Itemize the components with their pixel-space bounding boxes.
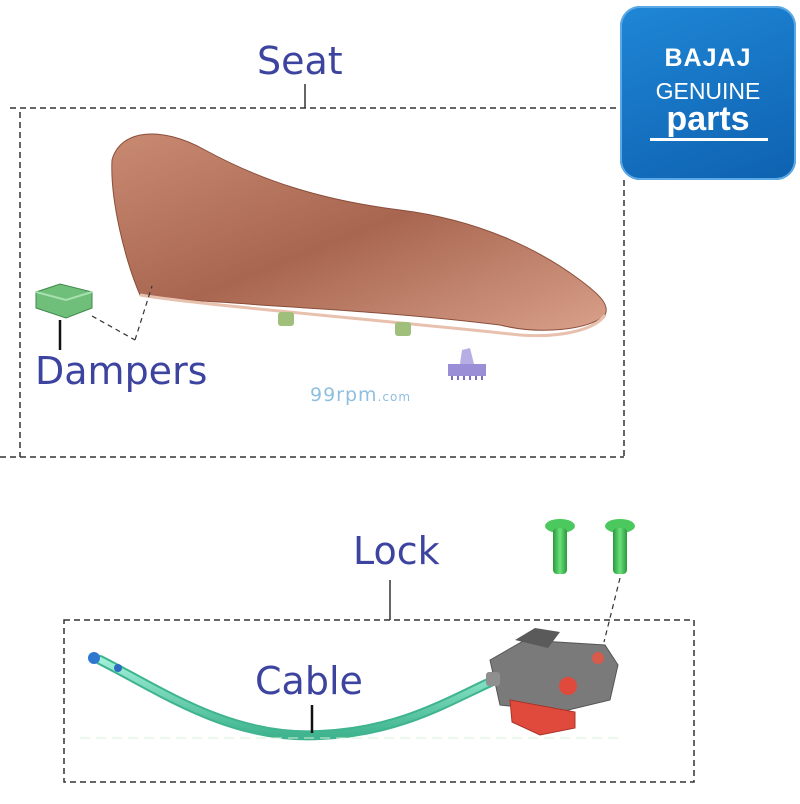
logo-parts: parts	[666, 100, 750, 138]
lock-assembly-part	[486, 628, 619, 736]
bajaj-logo: BAJAJ GENUINE parts	[620, 6, 796, 180]
seat-part	[111, 133, 607, 338]
label-lock: Lock	[353, 529, 440, 573]
label-dampers: Dampers	[35, 349, 208, 393]
label-cable: Cable	[255, 659, 363, 703]
watermark: 99rpm.com	[310, 384, 411, 406]
lock-group-box	[63, 619, 695, 783]
bolt-dashed-leader	[603, 577, 621, 643]
cable-part	[88, 652, 500, 741]
bolt-right	[605, 519, 635, 574]
logo-underline	[650, 138, 768, 141]
watermark-suffix: .com	[377, 390, 412, 404]
seat-group-box	[0, 107, 625, 458]
label-seat: Seat	[257, 39, 343, 83]
seat-clip-part	[448, 348, 486, 380]
damper-part	[35, 283, 93, 319]
damper-dashed-leaders	[91, 285, 153, 341]
logo-brand: BAJAJ	[664, 44, 752, 72]
watermark-main: 99rpm	[310, 384, 378, 406]
logo-genuine: GENUINE	[655, 78, 761, 104]
seat-mount-left	[278, 312, 294, 326]
bolt-left	[545, 519, 575, 574]
seat-mount-right	[395, 322, 411, 336]
